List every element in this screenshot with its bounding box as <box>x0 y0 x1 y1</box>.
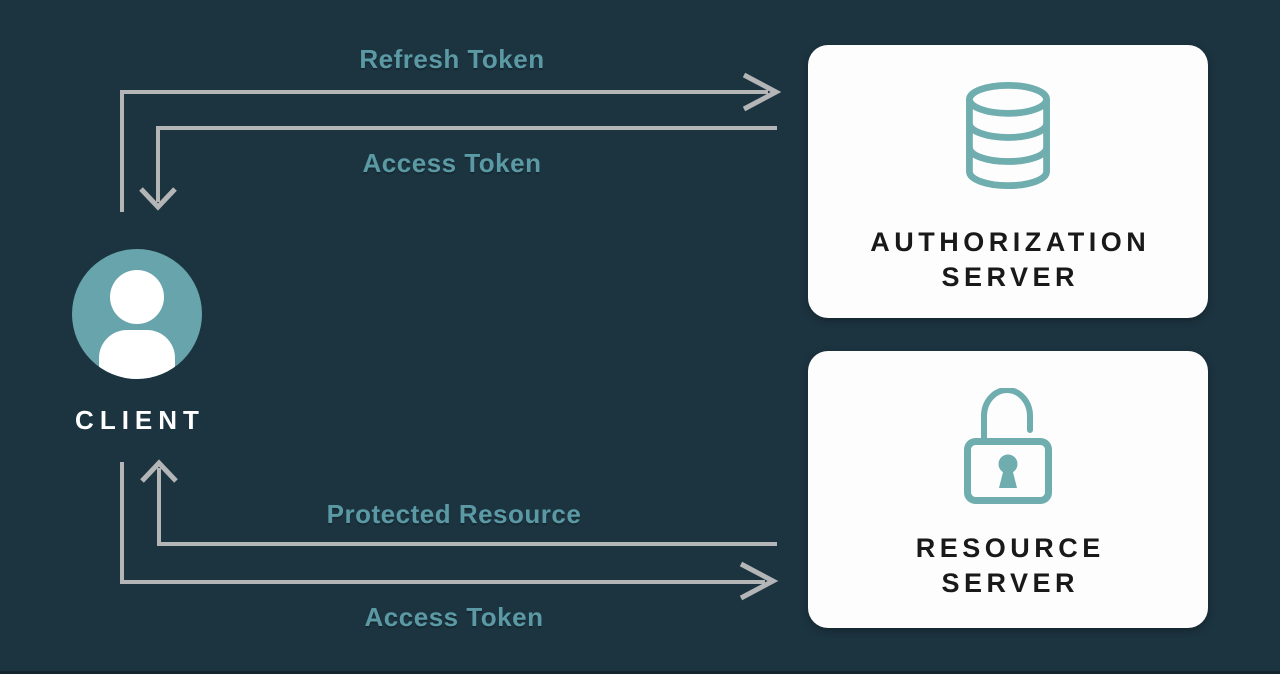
arrow-protected-resource <box>140 459 777 546</box>
arrow-label-access-token-top: Access Token <box>362 148 542 178</box>
authorization-server-label-line2: SERVER <box>941 262 1080 292</box>
arrow-access-token-top <box>139 126 777 211</box>
client-node: CLIENT <box>57 249 217 436</box>
arrow-refresh-token <box>120 72 782 212</box>
authorization-server-label-line1: AUTHORIZATION <box>870 227 1151 257</box>
authorization-server-node: AUTHORIZATION SERVER <box>808 45 1208 318</box>
resource-server-node: RESOURCE SERVER <box>808 351 1208 628</box>
database-icon <box>966 82 1050 190</box>
arrow-label-refresh-token: Refresh Token <box>359 44 545 74</box>
lock-icon <box>964 388 1052 504</box>
resource-server-label-line2: SERVER <box>941 568 1080 598</box>
client-label: CLIENT <box>75 405 205 435</box>
resource-server-label-line1: RESOURCE <box>915 533 1105 563</box>
resource-server-label: RESOURCE SERVER <box>808 531 1208 601</box>
authorization-server-label: AUTHORIZATION SERVER <box>808 225 1208 295</box>
arrow-label-access-token-bottom: Access Token <box>364 602 544 632</box>
arrow-label-protected-resource: Protected Resource <box>326 499 582 529</box>
person-icon <box>72 249 202 379</box>
arrow-access-token-bottom <box>120 462 779 601</box>
bottom-edge-strip <box>0 671 1280 674</box>
